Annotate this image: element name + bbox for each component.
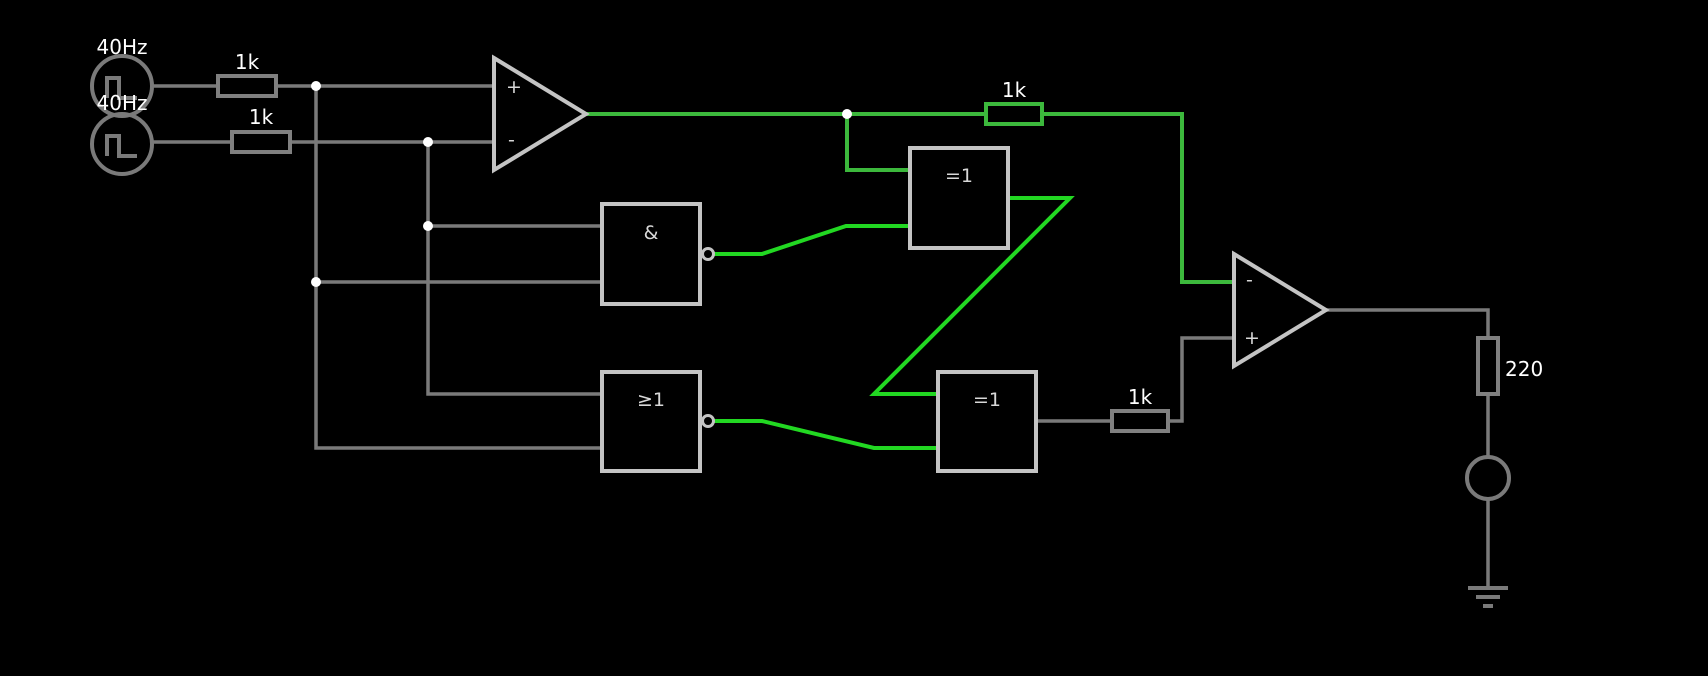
nand-gate-body — [600, 202, 702, 306]
source-1-label: 40Hz — [97, 35, 148, 59]
ground-icon — [1468, 586, 1508, 608]
xor-gate-1[interactable]: =1 — [908, 146, 1010, 250]
wire-nor-xor2 — [714, 419, 938, 450]
nor-gate-label: ≥1 — [637, 389, 665, 411]
nor-gate[interactable]: ≥1 — [600, 370, 715, 473]
active-wires — [586, 112, 1236, 450]
wire-nand-xor1 — [714, 224, 910, 256]
wire-node-xor1-in — [845, 114, 910, 172]
inactive-wires — [150, 84, 1490, 588]
nand-gate-label: & — [644, 222, 659, 244]
wire-xor1-xor2 — [869, 196, 1075, 396]
resistor-r3-body — [984, 102, 1044, 126]
resistor-r5-body — [1476, 336, 1500, 396]
resistor-r4-label: 1k — [1128, 385, 1153, 409]
opamp-1-plus-label: + — [506, 76, 522, 98]
junction-dot — [842, 109, 852, 119]
resistor-r5[interactable]: 220 — [1476, 336, 1543, 396]
opamp-1-body — [492, 54, 590, 174]
resistor-r2-label: 1k — [249, 105, 274, 129]
source-2-body — [90, 112, 154, 176]
junction-dot — [311, 277, 321, 287]
nand-gate[interactable]: & — [600, 202, 715, 306]
resistor-r5-label: 220 — [1505, 357, 1543, 381]
xor-gate-2[interactable]: =1 — [936, 370, 1038, 473]
source-2-label: 40Hz — [97, 91, 148, 115]
wire-r4-opamp2-plus — [1168, 336, 1236, 423]
square-wave-icon — [105, 134, 137, 158]
junction-dot — [311, 81, 321, 91]
resistor-r3-label: 1k — [1002, 78, 1027, 102]
resistor-r1-label: 1k — [235, 50, 260, 74]
resistor-r2[interactable]: 1k — [230, 105, 292, 154]
wire-opamp2-r5 — [1326, 308, 1490, 338]
wire-bus-a — [314, 86, 602, 450]
opamp-2-plus-label: + — [1244, 327, 1260, 349]
lamp-body — [1465, 455, 1511, 501]
opamp-2-minus-label: - — [1246, 269, 1253, 291]
resistor-r3[interactable]: 1k — [984, 78, 1044, 126]
junction-dot — [423, 137, 433, 147]
resistor-r2-body — [230, 130, 292, 154]
square-wave-icon — [105, 76, 137, 100]
wire-r3-opamp2-minus — [1042, 112, 1236, 284]
nor-gate-inverter-bubble — [701, 414, 715, 428]
nor-gate-body — [600, 370, 702, 473]
square-wave-source-2[interactable]: 40Hz — [90, 91, 154, 176]
xor-gate-1-body — [908, 146, 1010, 250]
resistor-r4[interactable]: 1k — [1110, 385, 1170, 433]
lamp[interactable] — [1465, 455, 1511, 501]
resistor-r1[interactable]: 1k — [216, 50, 278, 98]
junction-dot — [423, 221, 433, 231]
opamp-1-minus-label: - — [508, 129, 515, 151]
resistor-r1-body — [216, 74, 278, 98]
xor-gate-1-label: =1 — [945, 165, 973, 187]
junctions — [311, 81, 852, 287]
opamp-2[interactable]: - + — [1232, 250, 1330, 370]
xor-gate-2-label: =1 — [973, 389, 1001, 411]
nand-gate-inverter-bubble — [701, 247, 715, 261]
resistor-r4-body — [1110, 409, 1170, 433]
xor-gate-2-body — [936, 370, 1038, 473]
opamp-2-body — [1232, 250, 1330, 370]
opamp-1[interactable]: + - — [492, 54, 590, 174]
wire-bus-b — [426, 142, 602, 396]
square-wave-source-1[interactable]: 40Hz — [90, 35, 154, 118]
